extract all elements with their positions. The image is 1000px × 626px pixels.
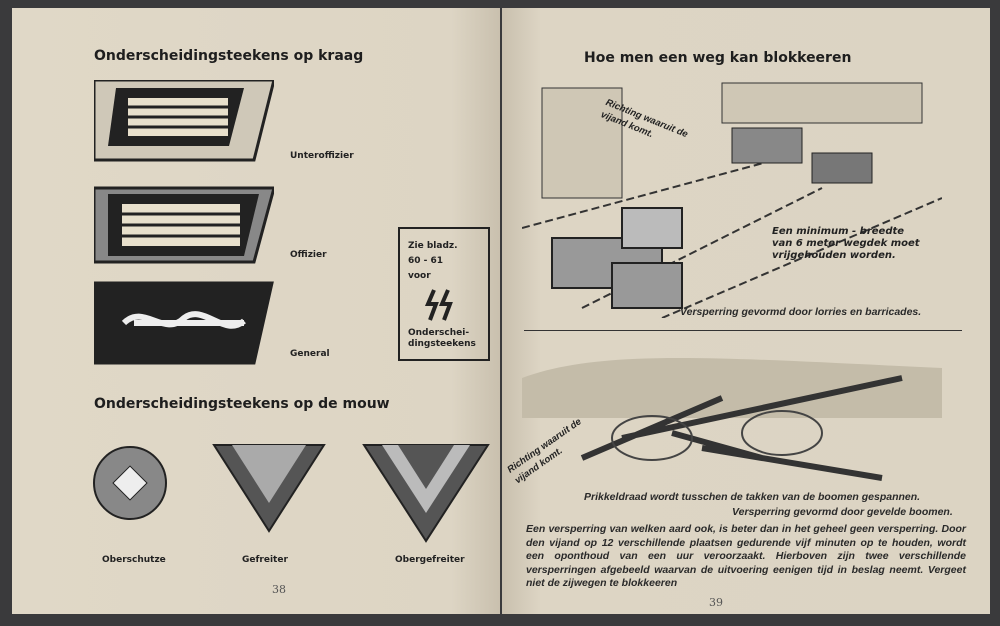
collar-unteroffizier-icon xyxy=(94,80,274,162)
collar-offizier-icon xyxy=(94,186,274,264)
divider xyxy=(524,330,962,331)
road-block-trees-illustration xyxy=(522,358,942,481)
caption-trees: Versperring gevormd door gevelde boomen. xyxy=(732,506,953,518)
rank-label: Gefreiter xyxy=(242,555,288,565)
sleeve-insignia-illustrations xyxy=(93,444,490,543)
road-block-lorries-illustration xyxy=(522,82,942,318)
ref-text: 60 - 61 xyxy=(408,256,444,266)
right-page: Hoe men een weg kan blokkeeren Richting … xyxy=(502,8,990,614)
ref-text: voor xyxy=(408,271,431,281)
collar-general-icon xyxy=(94,281,274,365)
ref-text: Onderschei- xyxy=(408,328,470,338)
rune-symbol-icon xyxy=(424,289,453,321)
sleeve-gefreiter-icon xyxy=(212,444,326,533)
heading-sleeve: Onderscheidingsteekens op de mouw xyxy=(94,396,390,412)
width-note: Een minimum - breedte van 6 meter wegdek… xyxy=(772,226,920,261)
rank-label: Oberschutze xyxy=(102,555,166,565)
caption-lorries: Versperring gevormd door lorries en barr… xyxy=(680,306,922,318)
collar-insignia-illustrations xyxy=(94,80,274,365)
ref-text: dingsteekens xyxy=(408,339,476,349)
caption-wire: Prikkeldraad wordt tusschen de takken va… xyxy=(584,491,921,503)
sleeve-oberschutze-icon xyxy=(93,446,167,520)
page-number: 39 xyxy=(709,596,723,609)
rank-label: General xyxy=(290,349,330,359)
sleeve-obergefreiter-icon xyxy=(362,444,490,543)
left-page: Onderscheidingsteekens op kraag Unteroff… xyxy=(12,8,500,614)
rank-label: Offizier xyxy=(290,250,327,260)
rank-label: Obergefreiter xyxy=(395,555,465,565)
body-text: Een versperring van welken aard ook, is … xyxy=(526,523,966,589)
page-title: Hoe men een weg kan blokkeeren xyxy=(584,50,852,66)
rank-label: Unteroffizier xyxy=(290,151,354,161)
heading-collar: Onderscheidingsteekens op kraag xyxy=(94,48,364,64)
ref-text: Zie bladz. xyxy=(408,241,458,251)
reference-box: Zie bladz. 60 - 61 voor Onderschei- ding… xyxy=(398,227,490,361)
page-number: 38 xyxy=(272,583,286,596)
